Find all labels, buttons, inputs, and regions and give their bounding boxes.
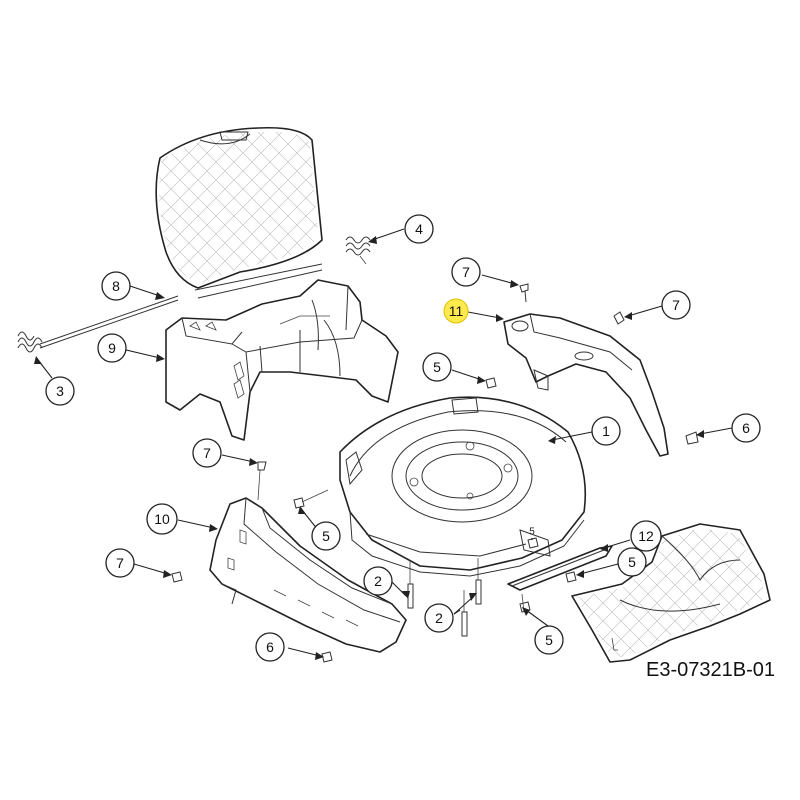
svg-text:6: 6: [742, 420, 750, 436]
svg-text:5: 5: [529, 527, 535, 538]
callout-11: 11: [443, 298, 469, 324]
svg-text:7: 7: [462, 264, 470, 280]
svg-text:5: 5: [545, 632, 553, 648]
grass-catcher-bag: [155, 126, 323, 299]
mower-deck: [339, 396, 587, 577]
svg-text:9: 9: [108, 340, 116, 356]
callout-4: 4: [404, 214, 434, 244]
rear-flap-housing: [165, 279, 399, 441]
svg-text:11: 11: [449, 303, 464, 319]
callout-2-left: 2: [363, 566, 393, 596]
callout-7-right: 7: [661, 290, 691, 320]
svg-text:7: 7: [116, 555, 124, 571]
rear-spring: [17, 331, 43, 353]
front-cover: [571, 523, 771, 663]
callout-5-left: 5: [311, 521, 341, 551]
svg-text:10: 10: [154, 511, 170, 527]
callout-5-right: 5: [617, 547, 647, 577]
side-discharge-guard: [209, 497, 407, 653]
callout-9: 9: [97, 333, 127, 363]
callout-1: 1: [591, 416, 621, 446]
svg-text:5: 5: [628, 554, 636, 570]
callout-7-left: 7: [105, 548, 135, 578]
svg-text:4: 4: [415, 221, 423, 237]
callout-2-right: 2: [424, 603, 454, 633]
svg-text:7: 7: [672, 297, 680, 313]
callout-12: 12: [630, 520, 662, 552]
callout-10: 10: [146, 503, 178, 535]
svg-text:2: 2: [374, 573, 382, 589]
callout-6-bottom: 6: [255, 632, 285, 662]
callout-7-top: 7: [451, 257, 481, 287]
leader-lines: [34, 228, 733, 660]
svg-text:2: 2: [435, 610, 443, 626]
svg-text:5: 5: [433, 359, 441, 375]
callout-5-bottom: 5: [534, 625, 564, 655]
callout-5-top: 5: [422, 352, 452, 382]
torsion-spring: [345, 236, 371, 265]
callout-7-mid: 7: [192, 438, 222, 468]
svg-text:3: 3: [56, 383, 64, 399]
svg-text:8: 8: [112, 278, 120, 294]
hinge-rod: [39, 295, 179, 349]
svg-text:1: 1: [602, 423, 610, 439]
deflector-strip: [507, 545, 613, 591]
callout-6-right: 6: [731, 413, 761, 443]
reference-code: E3-07321B-01: [646, 659, 775, 681]
svg-text:7: 7: [203, 445, 211, 461]
callout-8: 8: [101, 271, 131, 301]
svg-text:5: 5: [322, 528, 330, 544]
svg-text:6: 6: [266, 639, 274, 655]
callout-3: 3: [45, 376, 75, 406]
side-bracket: [503, 313, 669, 457]
callout-5-inline: 5: [529, 527, 535, 538]
svg-text:12: 12: [638, 528, 654, 544]
